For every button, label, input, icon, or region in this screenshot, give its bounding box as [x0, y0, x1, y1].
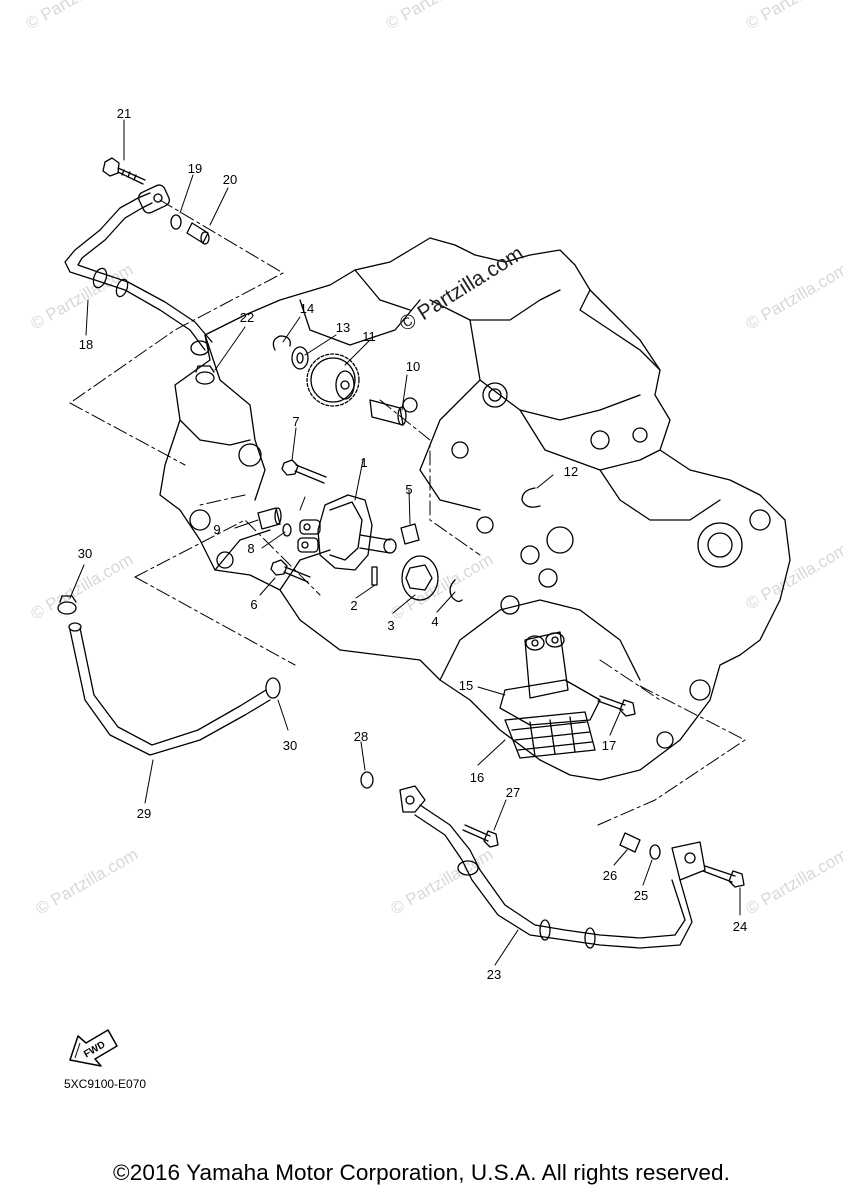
watermark-tile: © Partzilla.com: [743, 0, 843, 33]
callout-30-upper: 30: [78, 546, 92, 561]
callout-25: 25: [634, 888, 648, 903]
watermark-layer: © Partzilla.com © Partzilla.com © Partzi…: [23, 0, 843, 918]
shaft-10: [369, 399, 407, 426]
circlip-4: [449, 579, 463, 603]
oil-pipe-18: [64, 184, 213, 356]
strainer-housing-15: [499, 631, 601, 726]
leader-lines: [69, 119, 741, 966]
callout-20: 20: [223, 172, 237, 187]
oil-pump-rotor-3: [401, 555, 439, 601]
o-ring-28: [360, 771, 374, 789]
callout-23: 23: [487, 967, 501, 982]
fwd-arrow-icon: FWD: [69, 1029, 118, 1067]
callout-19: 19: [188, 161, 202, 176]
pin-2: [371, 566, 378, 586]
callout-17: 17: [602, 738, 616, 753]
assembly-guide-lines: [69, 199, 746, 826]
callout-12: 12: [564, 464, 578, 479]
watermark-tile: © Partzilla.com: [23, 0, 132, 33]
watermark-tile: © Partzilla.com: [743, 845, 843, 919]
collar-26: [619, 832, 641, 853]
callout-13: 13: [336, 320, 350, 335]
drive-gear-11: [306, 353, 360, 407]
callout-22: 22: [240, 310, 254, 325]
callout-30-lower: 30: [283, 738, 297, 753]
o-ring-19: [170, 214, 182, 230]
bolt-6: [270, 559, 311, 583]
callout-21: 21: [117, 106, 131, 121]
collar-20: [186, 222, 210, 245]
callout-1: 1: [360, 455, 367, 470]
callout-14: 14: [300, 301, 314, 316]
callout-7: 7: [292, 414, 299, 429]
watermark-tile: © Partzilla.com: [743, 260, 843, 334]
oil-pipe-23: [399, 785, 706, 949]
callout-8: 8: [247, 541, 254, 556]
callout-18: 18: [79, 337, 93, 352]
oil-strainer-16: [504, 711, 596, 759]
hose-29: [68, 622, 271, 756]
callout-15: 15: [459, 678, 473, 693]
callout-10: 10: [406, 359, 420, 374]
o-ring-8: [282, 523, 292, 537]
callout-27: 27: [506, 785, 520, 800]
bolt-17: [597, 695, 636, 717]
callout-3: 3: [387, 618, 394, 633]
oil-pump-1: [297, 494, 397, 571]
watermark-tile: © Partzilla.com: [743, 540, 843, 614]
callout-5: 5: [405, 482, 412, 497]
callout-4: 4: [431, 614, 438, 629]
diagram-code: 5XC9100-E070: [64, 1077, 147, 1091]
bolt-24: [702, 865, 745, 888]
watermark-main: © Partzilla.com: [395, 242, 527, 336]
o-ring-25: [649, 844, 661, 860]
clamp-30-upper: [57, 595, 77, 615]
callout-9: 9: [213, 522, 220, 537]
callout-numbers: 21 19 20 18 22 14 13 11 10 7 1 12 5 9 8 …: [78, 106, 747, 982]
crankcase-bolt-bosses: [189, 382, 771, 749]
callout-29: 29: [137, 806, 151, 821]
callout-11: 11: [362, 329, 376, 344]
washer-13: [291, 346, 309, 370]
crankcase-outline: [159, 237, 791, 781]
copyright-notice: ©2016 Yamaha Motor Corporation, U.S.A. A…: [113, 1160, 730, 1185]
bolt-7: [281, 459, 327, 484]
dowel-9: [257, 507, 282, 530]
circlip-14: [272, 335, 291, 351]
callout-16: 16: [470, 770, 484, 785]
watermark-tile: © Partzilla.com: [388, 845, 497, 919]
bolt-27: [462, 824, 499, 848]
callout-24: 24: [733, 919, 747, 934]
watermark-tile: © Partzilla.com: [383, 0, 492, 33]
callout-28: 28: [354, 729, 368, 744]
callout-26: 26: [603, 868, 617, 883]
bolt-21: [102, 157, 146, 185]
clamp-30-lower: [265, 677, 281, 699]
clamp-22: [195, 365, 215, 385]
circlip-12: [521, 487, 541, 508]
callout-6: 6: [250, 597, 257, 612]
watermark-tile: © Partzilla.com: [33, 845, 142, 919]
callout-2: 2: [350, 598, 357, 613]
dowel-5: [400, 523, 420, 545]
